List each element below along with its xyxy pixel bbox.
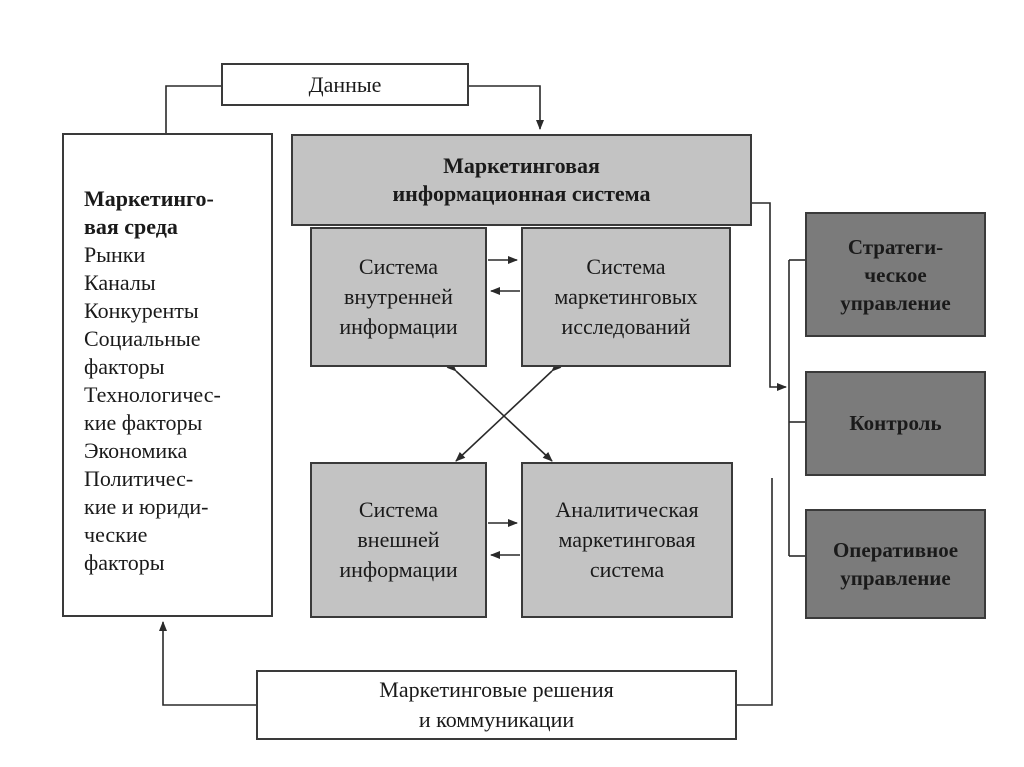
environment-item: Социальные — [84, 326, 201, 351]
analytic-line-2: маркетинговая — [558, 527, 696, 552]
environment-item: Рынки — [84, 242, 146, 267]
control-box: Контроль — [805, 371, 986, 476]
internal-line-2: внутренней — [344, 284, 453, 309]
control-label: Контроль — [849, 411, 942, 435]
environment-item: Каналы — [84, 270, 156, 295]
analytic-line-1: Аналитическая — [555, 497, 699, 522]
external-information-system-box: Система внешней информации — [310, 462, 487, 618]
environment-item: факторы — [84, 354, 165, 379]
data-label: Данные — [308, 71, 382, 97]
external-line-2: внешней — [357, 527, 440, 552]
operative-line-2: управление — [840, 566, 951, 590]
cross-arrow-research-external — [455, 361, 562, 462]
data-box: Данные — [221, 63, 469, 106]
environment-title-line-1: Маркетинго- — [84, 186, 214, 211]
data-to-mis-arrow — [469, 85, 544, 130]
marketing-research-system-box: Система маркетинговых исследований — [521, 227, 731, 367]
research-line-3: исследований — [561, 314, 691, 339]
decisions-to-env-arrow — [159, 621, 256, 706]
environment-item: кие и юриди- — [84, 494, 209, 519]
environment-item: Экономика — [84, 438, 188, 463]
mis-title-line-1: Маркетинговая — [443, 153, 600, 178]
internal-line-3: информации — [339, 314, 458, 339]
strategic-line-3: управление — [840, 290, 951, 315]
internal-line-1: Система — [358, 254, 439, 279]
environment-item: Конкуренты — [84, 298, 199, 323]
environment-items: Рынки Каналы Конкуренты Социальные факто… — [84, 241, 271, 577]
environment-item: Технологичес- — [84, 382, 221, 407]
marketing-information-system-box: Маркетинговая информационная система — [291, 134, 752, 226]
marketing-decisions-box: Маркетинговые решения и коммуникации — [256, 670, 737, 740]
environment-title: Маркетинго- вая среда — [84, 185, 271, 241]
external-line-1: Система — [358, 497, 439, 522]
env-to-data-line — [165, 85, 221, 133]
operative-line-1: Оперативное — [832, 538, 959, 562]
mis-title-line-2: информационная система — [392, 181, 651, 206]
decisions-line-1: Маркетинговые решения — [379, 677, 614, 702]
environment-item: Политичес- — [84, 466, 194, 491]
research-line-2: маркетинговых — [554, 284, 698, 309]
analytic-marketing-system-box: Аналитическая маркетинговая система — [521, 462, 733, 618]
research-line-1: Система — [586, 254, 666, 279]
decisions-line-2: и коммуникации — [418, 707, 575, 732]
strategic-line-2: ческое — [864, 262, 927, 287]
external-line-3: информации — [339, 557, 458, 582]
strategic-management-box: Стратеги- ческое управление — [805, 212, 986, 337]
management-to-decisions-line — [737, 478, 773, 706]
analytic-line-3: система — [589, 557, 665, 582]
environment-title-line-2: вая среда — [84, 214, 178, 239]
operative-management-box: Оперативное управление — [805, 509, 986, 619]
environment-item: ческие — [84, 522, 148, 547]
marketing-environment-box: Маркетинго- вая среда Рынки Каналы Конку… — [62, 133, 273, 617]
strategic-line-1: Стратеги- — [847, 234, 944, 259]
environment-item: факторы — [84, 550, 165, 575]
internal-information-system-box: Система внутренней информации — [310, 227, 487, 367]
environment-item: кие факторы — [84, 410, 203, 435]
mis-to-management-line — [752, 202, 787, 391]
